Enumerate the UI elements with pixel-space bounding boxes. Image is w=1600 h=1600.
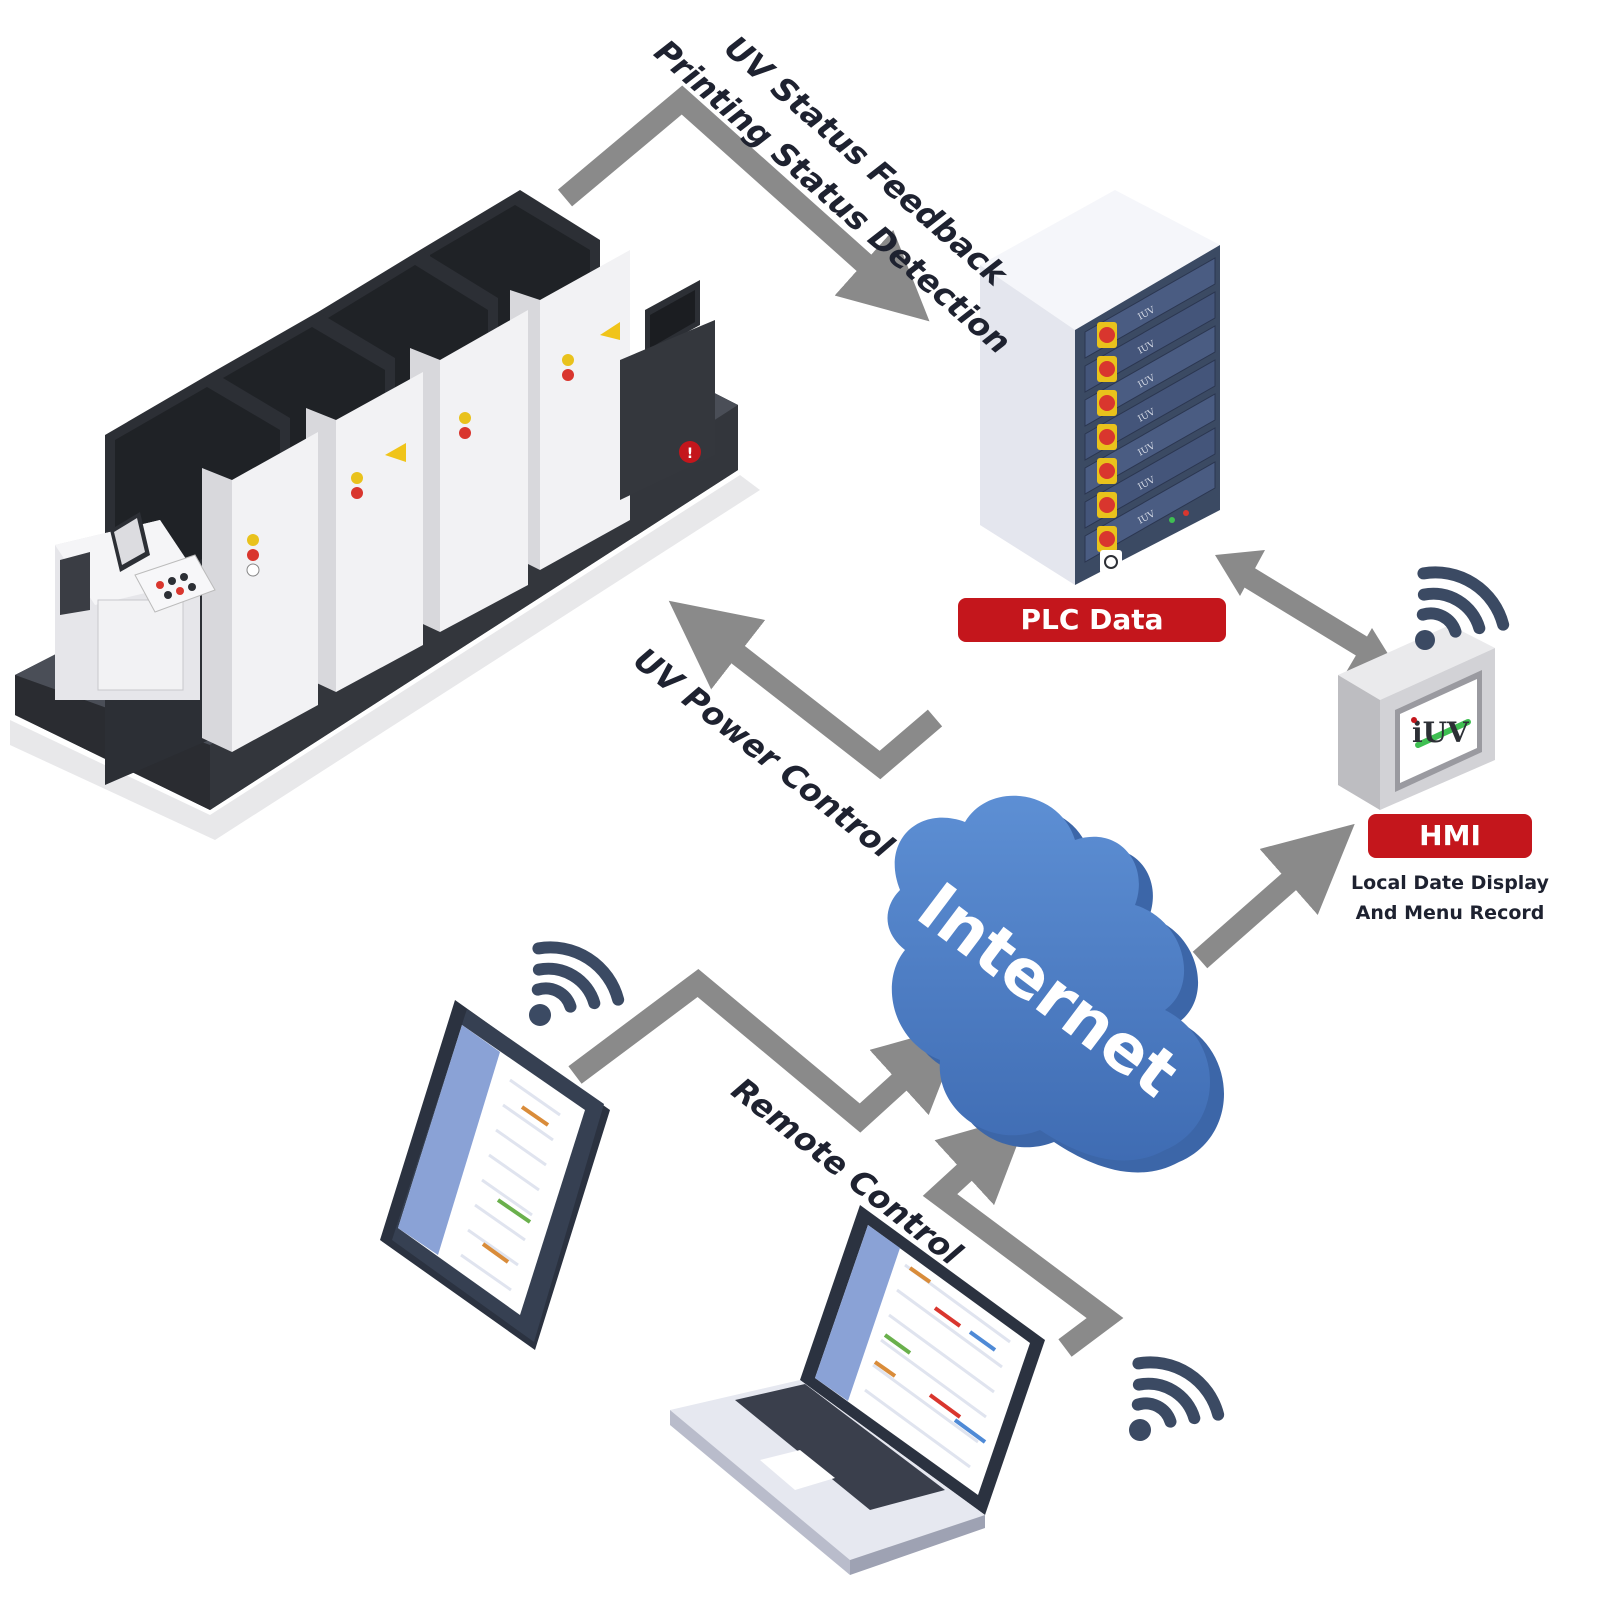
plc-data-process-badge: PLC Data Process — [958, 598, 1226, 680]
hmi-caption-line2: And Menu Record — [1355, 902, 1545, 924]
hmi-badge: HMI — [1368, 814, 1532, 858]
server-unit — [1084, 359, 1216, 461]
server-unit — [1084, 325, 1216, 427]
arrow-uv-power-control — [668, 600, 943, 780]
arrow-internet-hmi — [1192, 823, 1355, 969]
printing-press-icon: ! — [10, 190, 760, 840]
wifi-icon — [1415, 566, 1510, 650]
server-unit — [1084, 461, 1216, 563]
hmi-panel-icon: iUV — [1338, 625, 1495, 810]
arrow-tablet-internet — [568, 968, 965, 1133]
server-unit — [1084, 257, 1216, 359]
hmi-logo: iUV — [1412, 716, 1470, 749]
server-alarm-light — [1099, 429, 1115, 445]
server-alarm-light — [1099, 361, 1115, 377]
server-alarm-light — [1099, 463, 1115, 479]
svg-text:!: ! — [687, 446, 693, 462]
arrow-plc-hmi — [1215, 550, 1398, 674]
cloud-icon — [887, 795, 1224, 1173]
wifi-icon — [1129, 1356, 1225, 1441]
server-alarm-light — [1099, 327, 1115, 343]
server-unit — [1084, 393, 1216, 495]
server-alarm-light — [1099, 395, 1115, 411]
hmi-caption: Local Date Display And Menu Record — [1340, 868, 1560, 928]
tablet-icon — [380, 1000, 610, 1350]
wifi-icon — [529, 941, 625, 1026]
server-unit — [1084, 427, 1216, 529]
arrow-laptop-internet — [922, 1113, 1124, 1357]
server-alarm-light — [1099, 497, 1115, 513]
server-alarm-light — [1099, 531, 1115, 547]
laptop-icon — [670, 1205, 1045, 1575]
server-unit — [1084, 291, 1216, 393]
hmi-caption-line1: Local Date Display — [1351, 872, 1549, 894]
arrow-uv-status-feedback — [557, 85, 930, 322]
